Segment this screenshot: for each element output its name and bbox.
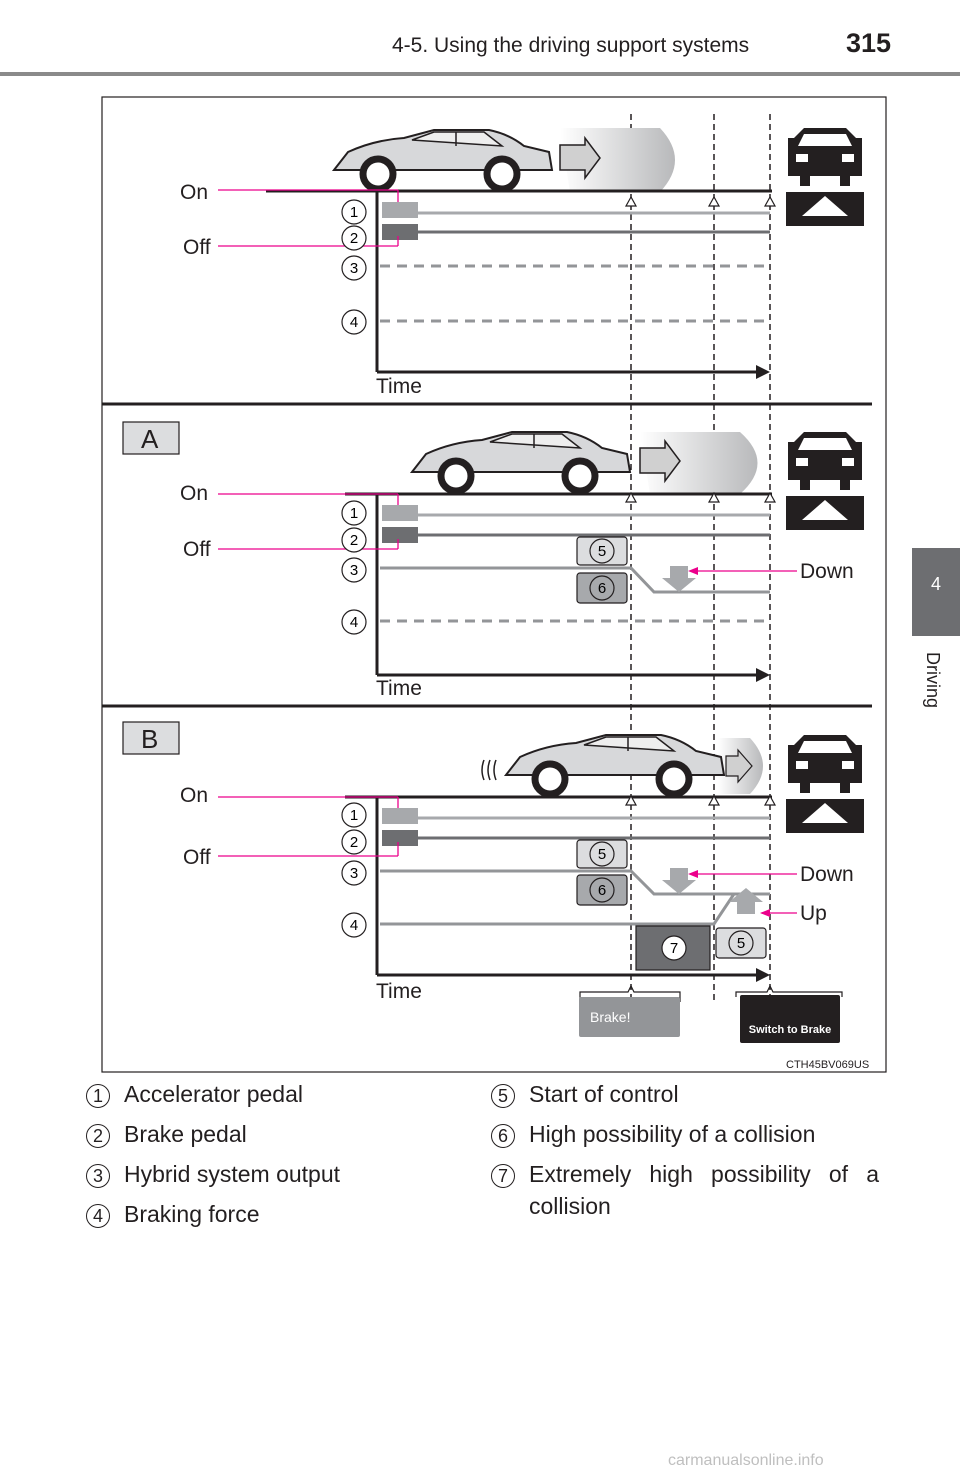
marker-number: 2 — [350, 532, 358, 549]
legend-num: 7 — [491, 1164, 515, 1188]
panel-b — [122, 721, 864, 1043]
legend-num: 6 — [491, 1124, 515, 1148]
marker-number: 1 — [350, 505, 358, 522]
marker-number: 1 — [350, 204, 358, 221]
marker-number: 7 — [670, 940, 678, 957]
legend-text: Accelerator pedal — [124, 1081, 303, 1107]
marker-circle — [341, 500, 367, 526]
legend-text: Start of control — [529, 1081, 679, 1107]
legend-num: 5 — [491, 1084, 515, 1108]
on-label-3: On — [180, 784, 208, 807]
down-label-a: Down — [800, 560, 854, 583]
marker-number: 4 — [350, 917, 358, 934]
chapter-label: Driving — [923, 652, 943, 709]
marker-circle — [341, 225, 367, 251]
marker-circle — [341, 309, 367, 335]
marker-number: 4 — [350, 614, 358, 631]
marker-number: 5 — [598, 846, 606, 863]
marker-circle — [341, 557, 367, 583]
legend-text: Hybrid system output — [124, 1161, 341, 1187]
watermark: carmanualsonline.info — [668, 1452, 824, 1469]
page-number: 315 — [846, 28, 892, 58]
on-label-1: On — [180, 181, 208, 204]
marker-number: 2 — [350, 230, 358, 247]
legend-num: 4 — [86, 1204, 110, 1228]
off-label-2: Off — [183, 538, 211, 561]
marker-circle — [728, 930, 754, 956]
section-title: 4-5. Using the driving support systems — [392, 34, 750, 57]
marker-circle — [589, 538, 615, 564]
marker-number: 3 — [350, 260, 358, 277]
switch-to-brake-text: Switch to Brake — [749, 1024, 832, 1036]
marker-circle — [341, 860, 367, 886]
marker-circle — [341, 609, 367, 635]
legend-text: Extremely high possibility of a collisio… — [529, 1161, 879, 1219]
chapter-number: 4 — [930, 574, 941, 594]
legend-text: High possibility of a collision — [529, 1121, 816, 1147]
off-label-1: Off — [183, 236, 211, 259]
marker-group: 1 2 3 4 1 2 3 4 1 2 3 4 5 6 5 6 7 5 — [341, 199, 754, 961]
panel-letter-a: A — [141, 424, 159, 454]
marker-circle — [341, 912, 367, 938]
marker-number: 4 — [350, 314, 358, 331]
marker-circle — [341, 199, 367, 225]
marker-number: 3 — [350, 865, 358, 882]
event-lines — [630, 114, 771, 1000]
marker-number: 5 — [737, 935, 745, 952]
marker-number: 6 — [598, 882, 606, 899]
legend-num: 1 — [86, 1084, 110, 1108]
marker-circle — [341, 802, 367, 828]
image-code: CTH45BV069US — [786, 1059, 869, 1071]
legend-text: Braking force — [124, 1201, 260, 1227]
marker-number: 2 — [350, 834, 358, 851]
up-label: Up — [800, 902, 827, 925]
panel-a — [122, 421, 864, 682]
header-rule — [0, 72, 960, 76]
legend-text: Brake pedal — [124, 1121, 247, 1147]
on-label-2: On — [180, 482, 208, 505]
brake-screen-text: Brake! — [590, 1009, 630, 1025]
chapter-tab — [912, 548, 960, 636]
marker-number: 6 — [598, 580, 606, 597]
legend-num: 3 — [86, 1164, 110, 1188]
time-label-3: Time — [376, 980, 422, 1003]
marker-number: 3 — [350, 562, 358, 579]
time-label-2: Time — [376, 677, 422, 700]
marker-circle — [589, 877, 615, 903]
diagram-frame — [101, 96, 887, 1073]
down-label-b: Down — [800, 863, 854, 886]
panel-normal — [218, 128, 864, 379]
marker-circle — [341, 255, 367, 281]
marker-circle — [589, 841, 615, 867]
marker-circle — [589, 575, 615, 601]
off-label-3: Off — [183, 846, 211, 869]
panel-letter-b: B — [141, 724, 158, 754]
marker-circle — [661, 935, 687, 961]
time-label-1: Time — [376, 375, 422, 398]
marker-number: 1 — [350, 807, 358, 824]
legend-num: 2 — [86, 1124, 110, 1148]
marker-circle — [341, 829, 367, 855]
marker-circle — [341, 527, 367, 553]
marker-number: 5 — [598, 543, 606, 560]
